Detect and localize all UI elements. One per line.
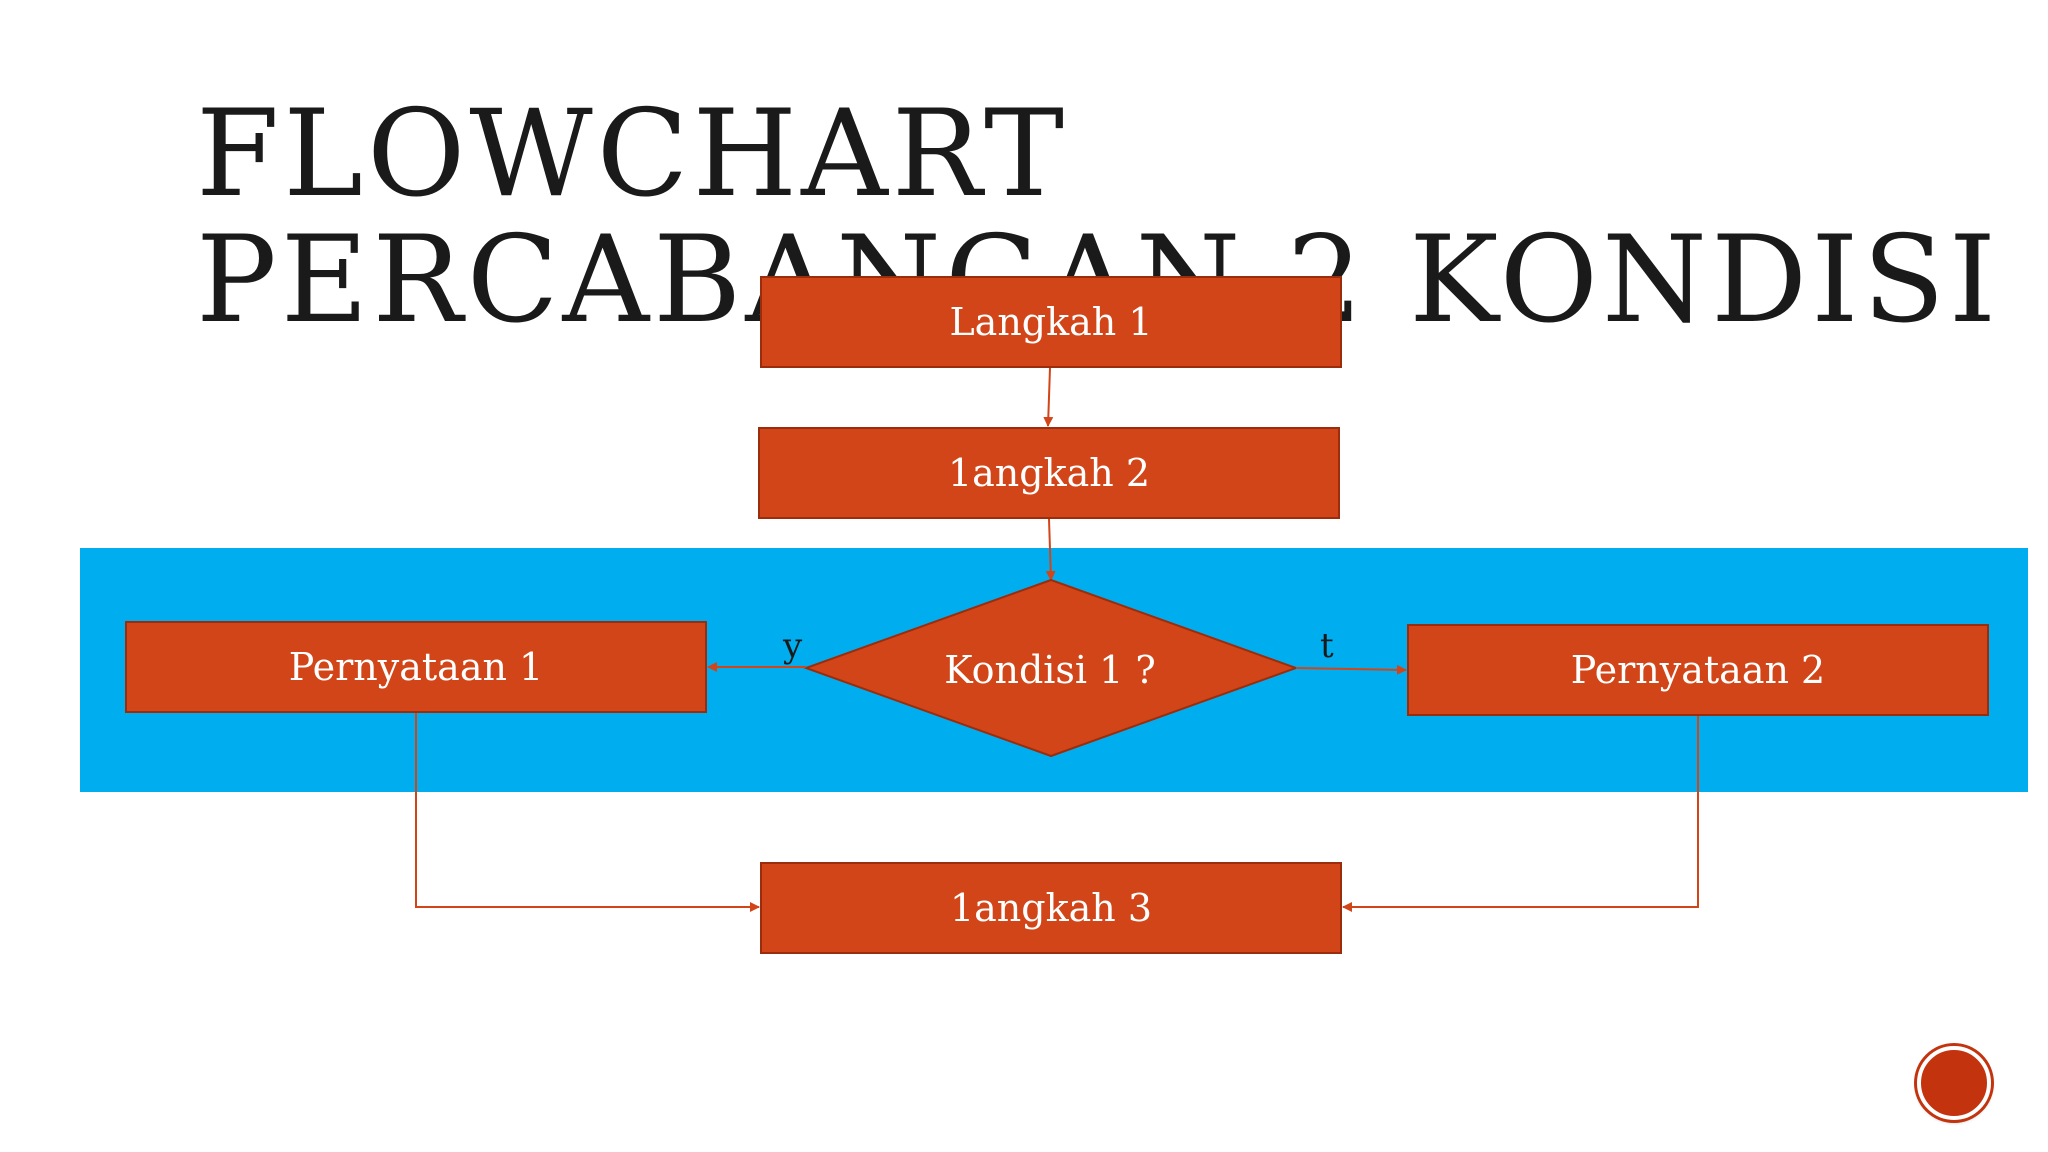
node-pernyataan-2: Pernyataan 2 <box>1407 624 1989 716</box>
node-langkah-3-label: 1angkah 3 <box>949 886 1153 930</box>
connector-langkah1-langkah2 <box>1043 367 1054 427</box>
node-pernyataan-1-label: Pernyataan 1 <box>288 645 544 689</box>
branch-label-no: t <box>1320 626 1334 666</box>
connector-langkah2-kondisi <box>1045 518 1056 581</box>
node-pernyataan-2-label: Pernyataan 2 <box>1570 648 1826 692</box>
decision-diamond <box>803 578 1299 758</box>
branch-label-yes: y <box>783 626 803 666</box>
connector-pernyataan2-langkah3 <box>1342 716 1699 912</box>
node-langkah-3: 1angkah 3 <box>760 862 1342 954</box>
title-line-1: Flowchart <box>196 85 1069 224</box>
node-langkah-1: Langkah 1 <box>760 276 1342 368</box>
connector-pernyataan1-langkah3 <box>415 713 760 912</box>
circle-nav-button-icon[interactable] <box>1917 1046 1991 1120</box>
node-langkah-1-label: Langkah 1 <box>949 300 1153 344</box>
node-langkah-2-label: 1angkah 2 <box>947 451 1151 495</box>
decision-label: Kondisi 1 ? <box>944 648 1156 692</box>
node-pernyataan-1: Pernyataan 1 <box>125 621 707 713</box>
connector-kondisi-pernyataan2 <box>1295 664 1407 675</box>
node-langkah-2: 1angkah 2 <box>758 427 1340 519</box>
